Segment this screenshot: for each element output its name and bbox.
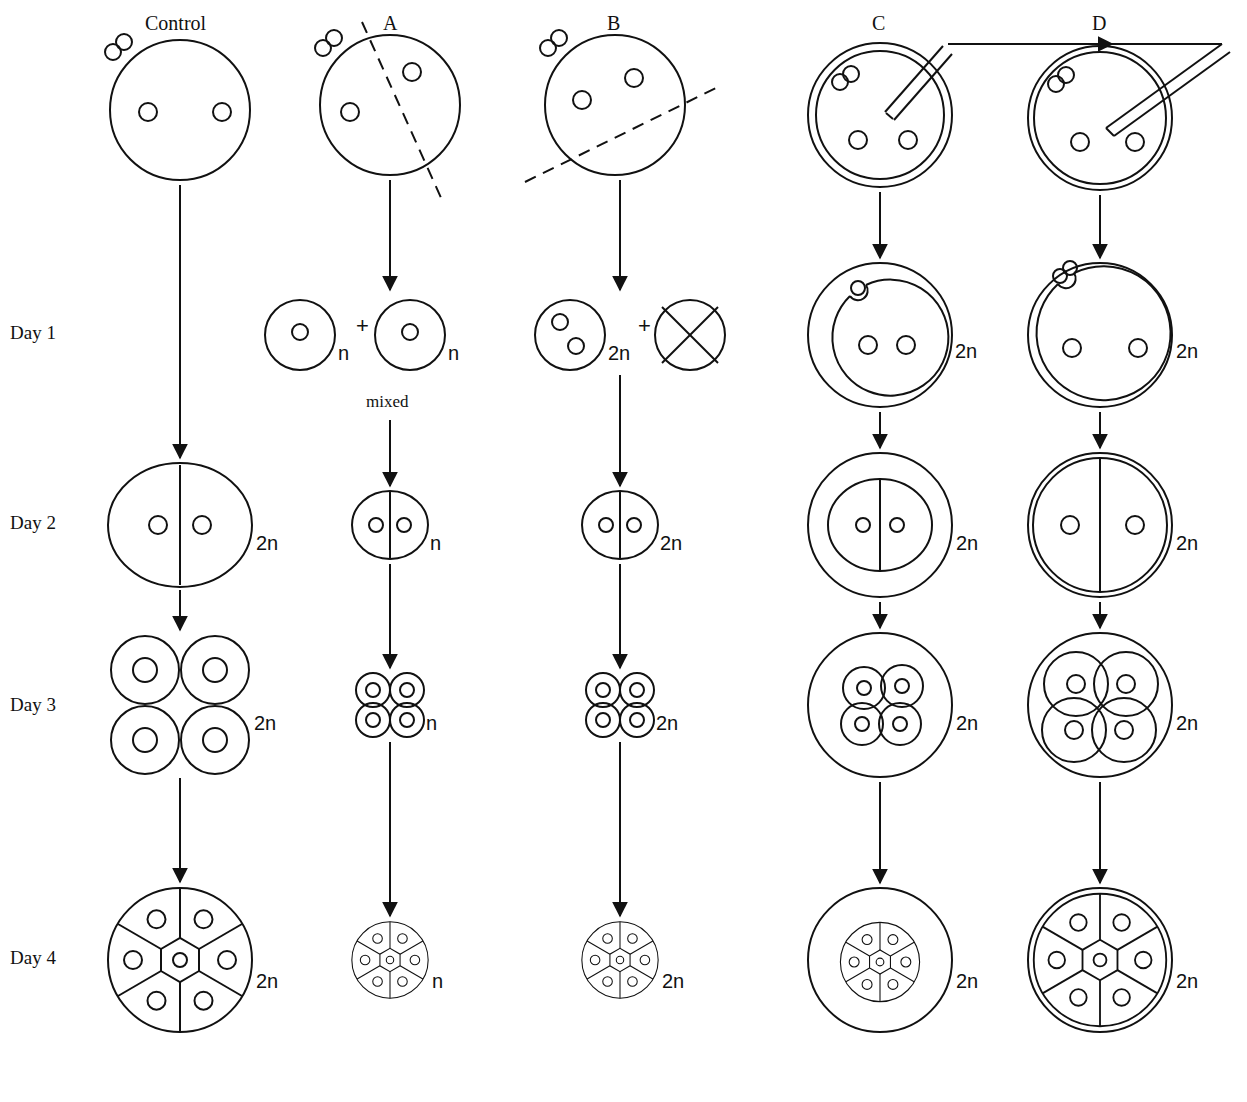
column-heading: A [383, 12, 397, 34]
ploidy-label: 2n [256, 970, 278, 992]
ploidy-label: n [448, 342, 459, 364]
ploidy-label: 2n [1176, 970, 1198, 992]
note: mixed [366, 393, 409, 412]
ploidy-label: 2n [1176, 532, 1198, 554]
ploidy-label: n [426, 712, 437, 734]
ploidy-label: 2n [1176, 712, 1198, 734]
ploidy-label: 2n [608, 342, 630, 364]
ploidy-label: n [338, 342, 349, 364]
ploidy-label: 2n [656, 712, 678, 734]
zygote-control [105, 34, 250, 180]
ploidy-label: 2n [956, 532, 978, 554]
day4-morulae [108, 888, 1172, 1032]
day2-cells [108, 453, 1172, 597]
ploidy-label: 2n [662, 970, 684, 992]
ploidy-label: 2n [956, 712, 978, 734]
ploidy-label: n [430, 532, 441, 554]
zygote-b [525, 30, 720, 182]
day-label: Day 3 [10, 695, 56, 716]
column-heading: B [607, 12, 620, 34]
day1-cells [265, 261, 1172, 407]
micropipette [885, 44, 1230, 136]
ploidy-label: 2n [254, 712, 276, 734]
ploidy-label: 2n [956, 970, 978, 992]
time-arrows [180, 180, 1100, 916]
ploidy-label: 2n [1176, 340, 1198, 362]
column-heading: D [1092, 12, 1106, 34]
zygote-d [1028, 46, 1172, 190]
ploidy-label: n [432, 970, 443, 992]
ploidy-label: 2n [256, 532, 278, 554]
ploidy-label: 2n [660, 532, 682, 554]
zygote-c [808, 43, 952, 187]
zygote-a [315, 22, 460, 200]
ploidy-label: 2n [955, 340, 977, 362]
plus-sign: + [356, 314, 369, 338]
day3-cells [111, 633, 1172, 777]
plus-sign: + [638, 314, 651, 338]
day-label: Day 4 [10, 948, 56, 969]
column-heading: Control [145, 12, 206, 34]
day-label: Day 2 [10, 513, 56, 534]
column-heading: C [872, 12, 885, 34]
day-label: Day 1 [10, 323, 56, 344]
